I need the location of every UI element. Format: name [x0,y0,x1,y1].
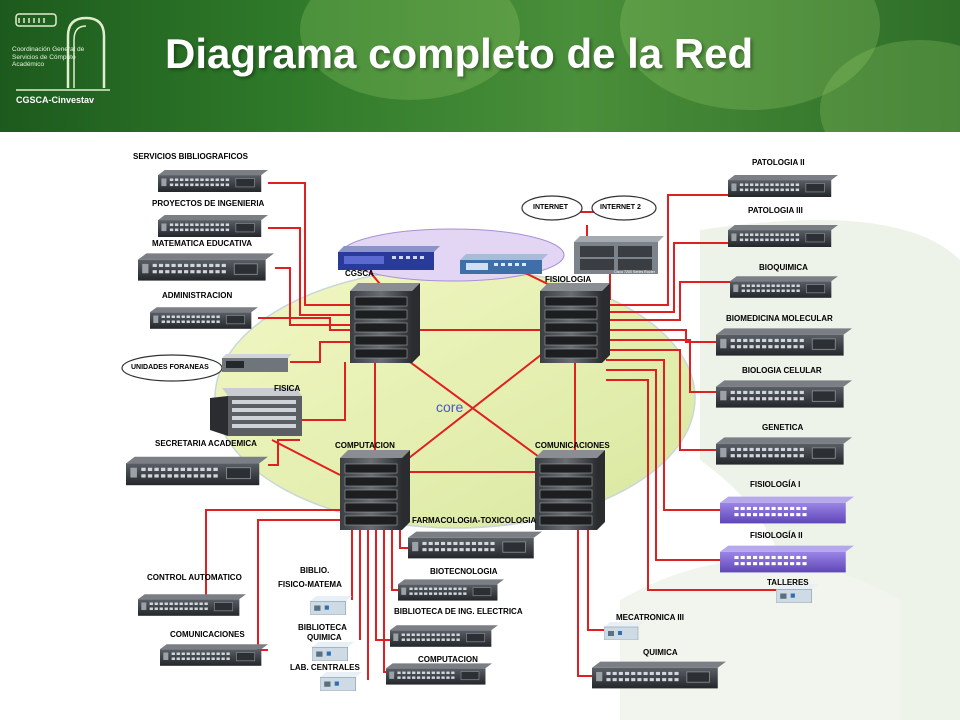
core-switch-cgsca-icon [350,283,420,363]
label-patologia-iii: PATOLOGIA III [748,206,803,215]
label-administracion: ADMINISTRACION [162,291,233,300]
switch-icon [150,306,258,330]
label-computacion-bottom: COMPUTACION [418,655,478,664]
label-quimica: QUIMICA [643,648,678,657]
label-fisiologia-i: FISIOLOGÍA I [750,480,801,489]
label-internet2: INTERNET 2 [600,204,641,211]
label-control-automatico: CONTROL AUTOMATICO [147,573,242,582]
router-label: Cisco 7200 Series Router [614,270,656,274]
cloud-internet2-icon [591,195,657,221]
switch-icon [158,169,268,193]
label-bioquimica: BIOQUIMICA [759,263,808,272]
switch-icon [138,593,246,617]
label-biblio: BIBLIO. [300,566,330,575]
small-device-icon [310,596,352,615]
purple-switch-icon [720,545,854,573]
label-biologia-celular: BIOLOGIA CELULAR [742,366,822,375]
page-title: Diagrama completo de la Red [165,30,754,77]
label-unidades-foraneas: UNIDADES FORANEAS [131,364,209,371]
switch-icon [728,174,838,198]
label-fisico-matema: FISICO-MATEMA [278,580,342,589]
label-biomedicina-molecular: BIOMEDICINA MOLECULAR [726,314,833,323]
label-quimica-small: QUIMICA [307,633,342,642]
cloud-internet-icon [521,195,583,221]
switch-icon [730,275,838,299]
label-biblioteca-ing-electrica: BIBLIOTECA DE ING. ELECTRICA [394,607,523,616]
label-talleres: TALLERES [767,578,809,587]
label-servicios-bibliograficos: SERVICIOS BIBLIOGRAFICOS [133,152,248,161]
label-comunicaciones-bottom: COMUNICACIONES [170,630,245,639]
logo-name: CGSCA-Cinvestav [16,95,95,105]
label-fisiologia-ii: FISIOLOGÍA II [750,531,803,540]
label-comunicaciones-core: COMUNICACIONES [535,441,610,450]
label-computacion-core: COMPUTACION [335,441,395,450]
switch-icon [386,662,492,686]
server-unidades-foraneas-icon [222,354,292,372]
label-biotecnologia: BIOTECNOLOGIA [430,567,498,576]
label-internet: INTERNET [533,204,568,211]
switch-icon [158,214,268,238]
label-lab-centrales: LAB. CENTRALES [290,663,360,672]
switch-icon [138,252,274,282]
ips-appliance-icon [460,254,548,274]
switch-icon [390,624,498,648]
switch-icon [398,578,504,602]
header-banner: Coordinación General de Servicios de Cóm… [0,0,960,132]
small-device-icon [320,672,362,691]
core-label: core [436,399,464,415]
label-fisiologia: FISIOLOGIA [545,275,592,284]
fisica-chassis-icon [210,388,302,436]
label-biblioteca: BIBLIOTECA [298,623,347,632]
router-icon: Cisco 7200 Series Router [574,236,664,274]
switch-icon [160,643,268,667]
label-matematica-educativa: MATEMATICA EDUCATIVA [152,239,252,248]
label-cgsca: CGSCA [345,269,374,278]
switch-icon [728,224,838,248]
core-switch-fisiologia-icon [540,283,610,363]
cgsca-logo-icon [15,13,110,91]
purple-switch-icon [720,496,854,524]
logo-text: Coordinación General de Servicios de Cóm… [12,46,85,68]
label-genetica: GENETICA [762,423,804,432]
switch-icon [716,327,852,357]
switch-icon [716,436,852,466]
switch-icon [592,661,726,689]
core-switch-computacion-icon [340,450,410,530]
label-proyectos-ingenieria: PROYECTOS DE INGENIERIA [152,199,265,208]
switch-icon [126,455,268,487]
small-device-icon [604,622,644,640]
label-secretaria-academica: SECRETARIA ACADEMICA [155,439,257,448]
small-device-icon [312,642,354,661]
label-patologia-ii: PATOLOGIA II [752,158,805,167]
switch-icon [716,379,852,409]
label-farmacologia-toxicologia: FARMACOLOGIA-TOXICOLOGIA [412,516,537,525]
switch-icon [408,531,542,559]
core-switch-comunicaciones-icon [535,450,605,530]
label-mecatronica-iii: MECATRONICA III [616,613,684,622]
label-fisica: FISICA [274,384,301,393]
firewall-appliance-icon [338,246,440,270]
